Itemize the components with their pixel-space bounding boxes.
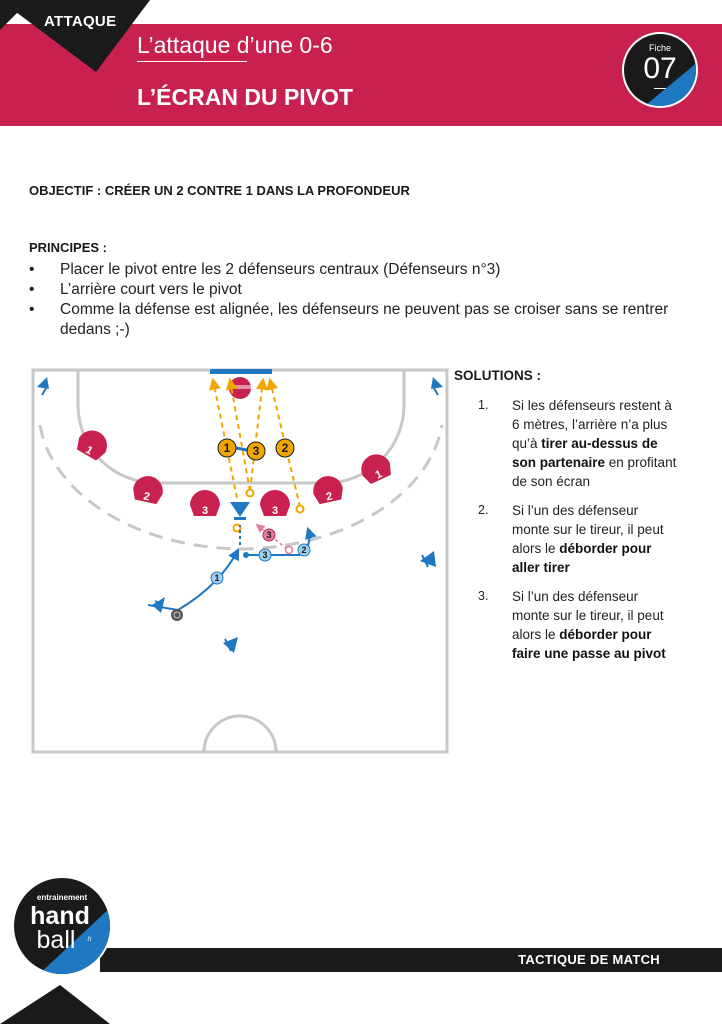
list-item: • L’arrière court vers le pivot [29, 280, 669, 300]
list-item-text: Comme la défense est alignée, les défens… [60, 301, 669, 338]
objective: OBJECTIF : CRÉER UN 2 CONTRE 1 DANS LA P… [29, 183, 410, 198]
defender-right-wing: 1 [361, 454, 391, 484]
shot-label: 2 [282, 441, 289, 455]
footer-bar [100, 948, 722, 972]
defenders: 1 2 3 3 2 1 [76, 430, 391, 517]
bullet: • [29, 261, 35, 278]
solution-text: Si l’un des défenseur monte sur le tireu… [512, 589, 664, 642]
principles-list: • Placer le pivot entre les 2 défenseurs … [29, 260, 669, 340]
defender-left-back: 2 [133, 476, 163, 505]
shot-origins [232, 488, 305, 533]
list-item: • Comme la défense est alignée, les défen… [29, 300, 669, 340]
principles-heading: PRINCIPES : [29, 240, 108, 255]
logo-text: .fr [86, 937, 91, 943]
solution-highlight: déborder pour aller tirer [512, 541, 652, 575]
defender-right-center: 3 [260, 490, 290, 517]
run-label: 3 [266, 530, 271, 540]
attackers [37, 377, 443, 653]
solution-text: Si les défenseurs restent à 6 mètres, l’… [512, 398, 672, 451]
corner-bottom [0, 985, 110, 1024]
badge-number: 07 [643, 52, 677, 85]
logo-text: entrainement [37, 893, 88, 902]
logo-text: hand [30, 902, 90, 930]
badge-label: Fiche [648, 43, 671, 53]
logo-text: ball [37, 926, 76, 954]
solutions-heading: SOLUTIONS : [454, 368, 541, 383]
bullet: • [29, 281, 35, 298]
solution-number: 3. [478, 589, 489, 603]
defender-label: 3 [272, 505, 278, 517]
defender-right-back: 2 [313, 476, 343, 505]
list-item-text: L’arrière court vers le pivot [60, 281, 242, 298]
bullet: • [29, 301, 35, 318]
list-item: 3. Si l’un des défenseur monte sur le ti… [478, 587, 678, 663]
run-paths [147, 525, 317, 611]
page-title: L’ÉCRAN DU PIVOT [137, 84, 353, 110]
solution-number: 2. [478, 503, 489, 517]
run-label: 2 [301, 545, 306, 555]
shot-label: 3 [253, 444, 260, 458]
run-label: 3 [262, 550, 267, 560]
solutions-list: 1. Si les défenseurs restent à 6 mètres,… [478, 396, 678, 673]
section-tag: ATTAQUE [44, 13, 117, 30]
subtitle: L’attaque d’une 0-6 [137, 32, 333, 58]
solution-highlight: tirer au-dessus de son partenaire [512, 436, 658, 470]
solution-highlight: déborder pour faire une passe au pivot [512, 627, 666, 661]
list-item: 1. Si les défenseurs restent à 6 mètres,… [478, 396, 678, 491]
defender-left-wing: 1 [76, 430, 107, 461]
defender-label: 2 [325, 490, 333, 503]
subtitle-underline [137, 61, 247, 62]
run-start-dot [243, 552, 249, 558]
footer-label: TACTIQUE DE MATCH [518, 952, 660, 967]
defender-label: 1 [374, 468, 385, 481]
court-lines [31, 368, 449, 754]
fiche-badge-icon [622, 32, 698, 108]
run-label: 1 [214, 573, 219, 583]
header-band [0, 24, 722, 126]
solution-text: Si l’un des défenseur monte sur le tireu… [512, 503, 664, 556]
list-item: 2. Si l’un des défenseur monte sur le ti… [478, 501, 678, 577]
defender-left-center: 3 [190, 490, 220, 517]
defender-label: 3 [202, 505, 208, 517]
handball-logo-icon: entrainement hand ball .fr [12, 876, 112, 976]
pass-origin [284, 545, 294, 555]
list-item-text: Placer le pivot entre les 2 défenseurs c… [60, 261, 501, 278]
corner-tag [0, 0, 150, 72]
court-diagram: 1 2 3 3 2 1 [31, 368, 449, 754]
run-labels: 1 3 2 3 [210, 528, 311, 585]
defender-label: 2 [142, 490, 150, 503]
shot-label: 1 [224, 441, 231, 455]
solution-number: 1. [478, 398, 489, 412]
shot-labels: 1 3 2 [217, 438, 295, 461]
ball-icon [171, 609, 183, 621]
pivot-player [230, 502, 250, 520]
defender-label: 1 [83, 444, 94, 457]
solution-text: en profitant de son écran [512, 455, 677, 489]
list-item: • Placer le pivot entre les 2 défenseurs … [29, 260, 669, 280]
